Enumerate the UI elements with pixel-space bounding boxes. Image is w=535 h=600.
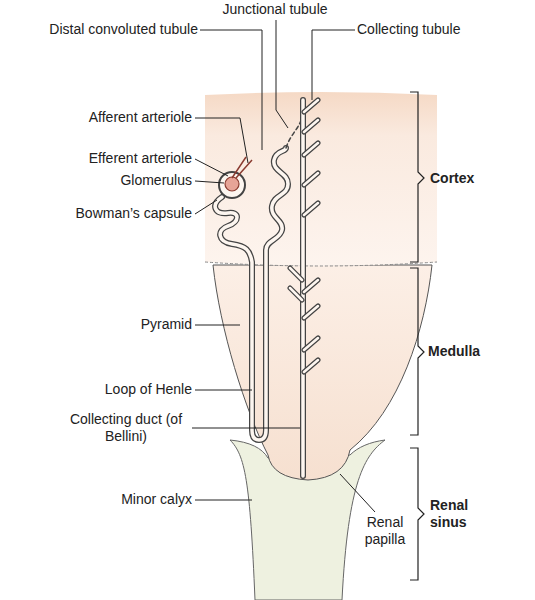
part-label: Loop of Henle xyxy=(10,381,192,398)
cortex-border xyxy=(205,262,437,266)
part-label: Distal convoluted tubule xyxy=(8,21,198,38)
nephron xyxy=(215,100,318,476)
part-label: Minor calyx xyxy=(10,491,192,508)
part-label: Afferent arteriole xyxy=(10,109,192,126)
region-label: Cortex xyxy=(430,170,530,187)
part-label: Efferent arteriole xyxy=(10,150,192,167)
glomerulus xyxy=(225,177,239,191)
renal-pyramid xyxy=(213,265,432,480)
part-label: Glomerulus xyxy=(10,172,192,189)
part-label: Bowman’s capsule xyxy=(10,205,192,222)
arterioles xyxy=(232,157,252,178)
part-label: Renal papilla xyxy=(350,514,420,548)
region-label: Medulla xyxy=(428,343,528,360)
part-label: Collecting duct (of Bellini) xyxy=(62,411,190,445)
region-brackets xyxy=(410,92,424,580)
part-label: Collecting tubule xyxy=(357,21,527,38)
part-label: Pyramid xyxy=(10,316,192,333)
part-label: Junctional tubule xyxy=(200,1,350,18)
region-label: Renal sinus xyxy=(430,497,490,531)
bowmans-capsule xyxy=(219,172,245,198)
leader-lines xyxy=(192,20,375,512)
